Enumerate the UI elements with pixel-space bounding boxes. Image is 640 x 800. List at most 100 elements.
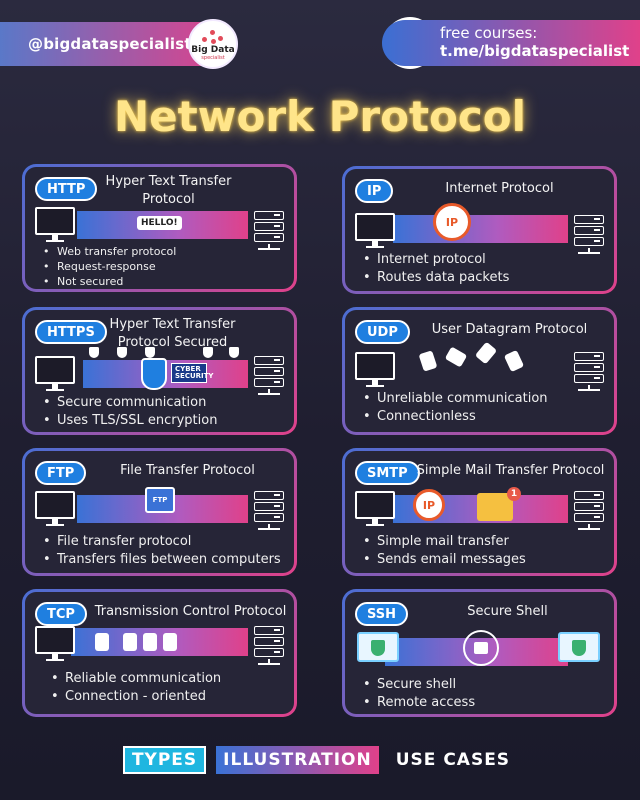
page-title: Network Protocol: [113, 92, 527, 141]
server-icon: [254, 491, 284, 530]
card-https: HTTPS Hyper Text Transfer Protocol Secur…: [22, 307, 297, 435]
packet-icon: [474, 341, 498, 365]
packet-icon: [418, 350, 438, 372]
logo-text: Big Data: [191, 44, 235, 55]
list-item: Connection - oriented: [51, 688, 221, 706]
ftp-bullets: File transfer protocol Transfers files b…: [43, 533, 281, 569]
legend-types: TYPES: [122, 746, 207, 774]
list-item: Uses TLS/SSL encryption: [43, 412, 217, 430]
promo-banner[interactable]: free courses: t.me/bigdataspecialist: [382, 20, 640, 66]
envelope-icon: [477, 493, 513, 521]
shield-check-icon: [145, 347, 155, 358]
legend-use-cases: USE CASES: [395, 750, 511, 770]
udp-title: User Datagram Protocol: [431, 322, 588, 337]
list-item: Secure shell: [363, 676, 475, 694]
lock-refresh-icon: [463, 630, 499, 666]
tcp-transfer-band: [71, 628, 248, 656]
ip-transfer-band: [393, 215, 568, 243]
http-badge: HTTP: [35, 177, 98, 201]
ftp-transfer-band: FTP: [77, 487, 248, 523]
list-item: Remote access: [363, 694, 475, 712]
secure-monitor-icon: [558, 632, 600, 662]
secure-monitor-icon: [357, 632, 399, 662]
ftp-badge: FTP: [35, 461, 87, 485]
http-transfer-band: HELLO!: [77, 211, 248, 239]
computer-icon: [35, 356, 75, 394]
smtp-title: Simple Mail Transfer Protocol: [416, 463, 605, 478]
list-item: File transfer protocol: [43, 533, 281, 551]
smtp-badge: SMTP: [355, 461, 420, 485]
promo-link[interactable]: t.me/bigdataspecialist: [440, 42, 630, 60]
computer-icon: [35, 207, 75, 245]
card-http: HTTP Hyper Text Transfer Protocol HELLO!…: [22, 164, 297, 292]
folder-icon: FTP: [145, 487, 175, 513]
smtp-bullets: Simple mail transfer Sends email message…: [363, 533, 526, 569]
cyber-security-label: CYBER SECURITY: [171, 363, 213, 383]
packet-icon: [123, 633, 137, 651]
list-item: Simple mail transfer: [363, 533, 526, 551]
packet-icon: [503, 349, 525, 373]
http-title: Hyper Text Transfer Protocol: [105, 174, 232, 207]
list-item: Not secured: [43, 275, 176, 290]
ip-title: Internet Protocol: [445, 181, 554, 196]
ip-stamp-icon: IP: [433, 203, 471, 241]
card-udp: UDP User Datagram Protocol Unreliable co…: [342, 307, 617, 435]
ssh-badge: SSH: [355, 602, 409, 626]
tcp-bullets: Reliable communication Connection - orie…: [51, 670, 221, 706]
legend-illustration: ILLUSTRATION: [216, 746, 379, 774]
shield-check-icon: [117, 347, 127, 358]
ftp-folder-label: FTP: [152, 496, 168, 504]
packet-icon: [95, 633, 109, 651]
card-ftp: FTP File Transfer Protocol FTP File tran…: [22, 448, 297, 576]
packet-icon: [143, 633, 157, 651]
ip-badge: IP: [355, 179, 394, 203]
ip-stamp-icon: IP: [413, 489, 445, 521]
promo-line1: free courses:: [440, 24, 538, 42]
server-icon: [254, 211, 284, 250]
list-item: Secure communication: [43, 394, 217, 412]
server-icon: [574, 491, 604, 530]
card-tcp: TCP Transmission Control Protocol Reliab…: [22, 589, 297, 717]
shield-check-icon: [229, 347, 239, 358]
shield-check-icon: [203, 347, 213, 358]
list-item: Sends email messages: [363, 551, 526, 569]
list-item: Connectionless: [363, 408, 548, 426]
computer-icon: [35, 491, 75, 529]
tcp-badge: TCP: [35, 602, 87, 626]
list-item: Reliable communication: [51, 670, 221, 688]
https-title: Hyper Text Transfer Protocol Secured: [109, 317, 236, 350]
list-item: Internet protocol: [363, 251, 509, 269]
server-icon: [574, 352, 604, 391]
shield-check-icon: [371, 640, 385, 656]
notification-badge: 1: [507, 487, 521, 501]
computer-icon: [355, 213, 395, 251]
https-bullets: Secure communication Uses TLS/SSL encryp…: [43, 394, 217, 430]
computer-icon: [355, 491, 395, 529]
server-icon: [574, 215, 604, 254]
packet-icon: [444, 346, 468, 368]
https-transfer-band: CYBER SECURITY: [83, 347, 248, 390]
computer-icon: [355, 352, 395, 390]
card-ip: IP Internet Protocol IP Internet protoco…: [342, 166, 617, 294]
tcp-title: Transmission Control Protocol: [94, 604, 287, 619]
shield-check-icon: [572, 640, 586, 656]
udp-bullets: Unreliable communication Connectionless: [363, 390, 548, 426]
list-item: Request-response: [43, 260, 176, 275]
legend-footer: TYPES ILLUSTRATION USE CASES: [0, 746, 640, 774]
udp-badge: UDP: [355, 320, 410, 344]
list-item: Transfers files between computers: [43, 551, 281, 569]
brand-logo: Big Data specialist: [188, 19, 238, 69]
list-item: Unreliable communication: [363, 390, 548, 408]
ip-bullets: Internet protocol Routes data packets: [363, 251, 509, 287]
server-icon: [254, 356, 284, 395]
server-icon: [254, 626, 284, 665]
ftp-title: File Transfer Protocol: [120, 463, 255, 478]
card-smtp: SMTP Simple Mail Transfer Protocol IP 1 …: [342, 448, 617, 576]
https-badge: HTTPS: [35, 320, 107, 344]
handle-text: @bigdataspecialist: [28, 35, 192, 53]
http-bullets: Web transfer protocol Request-response N…: [43, 245, 176, 290]
logo-subtext: specialist: [201, 54, 225, 61]
list-item: Routes data packets: [363, 269, 509, 287]
card-ssh: SSH Secure Shell Secure shell Remote acc…: [342, 589, 617, 717]
hello-sign: HELLO!: [137, 216, 182, 230]
